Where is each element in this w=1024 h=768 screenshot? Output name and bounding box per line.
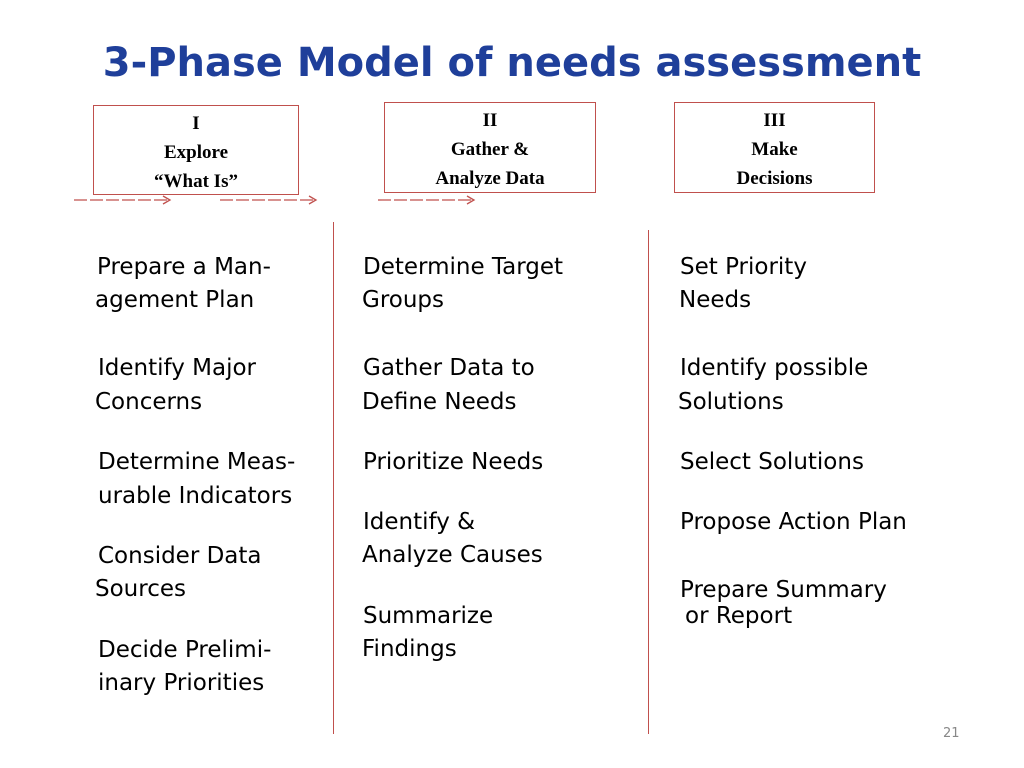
col2-item-5-line2: Findings	[362, 636, 457, 662]
phase-box-1: I Explore “What Is”	[93, 105, 299, 195]
col1-item-4-line1: Consider Data	[98, 543, 262, 569]
col3-item-3-line1: Select Solutions	[680, 449, 864, 475]
col2-item-4-line2: Analyze Causes	[362, 542, 543, 568]
phase-2-numeral: II	[482, 110, 498, 131]
phase-2-line3: Analyze Data	[435, 168, 545, 189]
phase-3-line3: Decisions	[736, 168, 813, 189]
phase-box-3: III Make Decisions	[674, 102, 875, 193]
col1-item-3-line2: urable Indicators	[98, 483, 293, 509]
phase-3-numeral: III	[763, 110, 786, 131]
col2-item-5-line1: Summarize	[363, 603, 494, 629]
col3-item-5-line2: or Report	[685, 603, 793, 629]
col2-item-1-line1: Determine Target	[363, 254, 564, 280]
phase-1-line2: Explore	[163, 142, 229, 163]
col1-item-4-line2: Sources	[95, 576, 186, 602]
arrow-icon	[378, 195, 476, 205]
col2-item-2-line2: Define Needs	[362, 389, 517, 415]
col2-item-3-line1: Prioritize Needs	[363, 449, 544, 475]
phase-1-numeral: I	[192, 113, 200, 134]
col3-item-2-line1: Identify possible	[680, 355, 869, 381]
col1-item-2-line2: Concerns	[95, 389, 203, 415]
col2-item-1-line2: Groups	[362, 287, 445, 313]
col3-item-5-line1: Prepare Summary	[680, 577, 887, 603]
col1-item-2-line1: Identify Major	[98, 355, 256, 381]
phase-2-line2: Gather &	[450, 139, 530, 160]
col1-item-5-line1: Decide Prelimi-	[98, 637, 272, 663]
phase-1-line3: “What Is”	[154, 171, 238, 192]
col2-item-4-line1: Identify &	[363, 509, 476, 535]
phase-box-2: II Gather & Analyze Data	[384, 102, 596, 193]
arrow-icon	[74, 195, 172, 205]
page-number: 21	[943, 726, 960, 741]
col2-item-2-line1: Gather Data to	[363, 355, 535, 381]
column-divider	[333, 222, 334, 734]
col3-item-2-line2: Solutions	[678, 389, 784, 415]
col1-item-1-line1: Prepare a Man-	[97, 254, 271, 280]
col1-item-5-line2: inary Priorities	[98, 670, 265, 696]
slide-title: 3-Phase Model of needs assessment	[102, 40, 922, 86]
col1-item-1-line2: agement Plan	[95, 287, 255, 313]
col3-item-1-line1: Set Priority	[680, 254, 807, 280]
col1-item-3-line1: Determine Meas-	[98, 449, 296, 475]
col3-item-4-line1: Propose Action Plan	[680, 509, 907, 535]
phase-3-line2: Make	[751, 139, 798, 160]
column-divider	[648, 230, 649, 734]
col3-item-1-line2: Needs	[679, 287, 752, 313]
arrow-icon	[220, 195, 318, 205]
